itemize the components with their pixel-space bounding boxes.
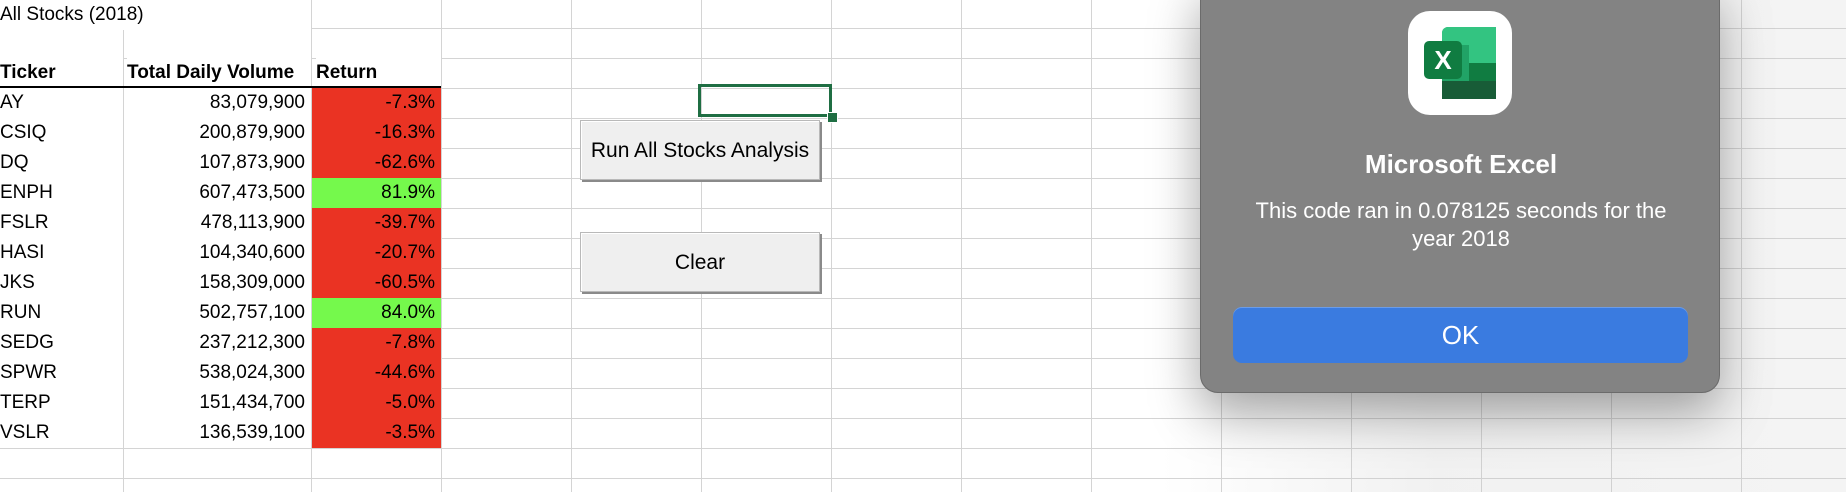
header-total-daily-volume[interactable]: Total Daily Volume <box>127 58 311 88</box>
ticker-cell[interactable]: FSLR <box>0 208 123 238</box>
return-cell[interactable]: -7.3% <box>312 88 441 118</box>
gridline <box>123 0 124 492</box>
dialog-message: This code ran in 0.078125 seconds for th… <box>1255 198 1667 251</box>
ticker-cell[interactable]: VSLR <box>0 418 123 448</box>
volume-cell[interactable]: 83,079,900 <box>124 88 311 118</box>
return-cell[interactable]: -3.5% <box>312 418 441 448</box>
gridline <box>0 238 1846 239</box>
return-cell[interactable]: -60.5% <box>312 268 441 298</box>
gridline <box>0 268 1846 269</box>
gridline <box>961 0 962 492</box>
volume-cell[interactable]: 502,757,100 <box>124 298 311 328</box>
dialog-title: Microsoft Excel <box>1364 149 1558 179</box>
gridline <box>0 208 1846 209</box>
gridline <box>311 0 312 492</box>
header-underline <box>0 86 441 88</box>
volume-cell[interactable]: 158,309,000 <box>124 268 311 298</box>
return-cell[interactable]: -16.3% <box>312 118 441 148</box>
excel-app-icon: X <box>1408 11 1512 115</box>
volume-cell[interactable]: 136,539,100 <box>124 418 311 448</box>
gridline <box>0 478 1846 479</box>
fill-handle[interactable] <box>827 112 838 123</box>
return-cell[interactable]: -7.8% <box>312 328 441 358</box>
ticker-cell[interactable]: ENPH <box>0 178 123 208</box>
clear-button[interactable]: Clear <box>580 232 820 292</box>
volume-cell[interactable]: 538,024,300 <box>124 358 311 388</box>
gridline <box>0 118 1846 119</box>
gridline <box>1741 0 1742 492</box>
return-cell[interactable]: -5.0% <box>312 388 441 418</box>
volume-cell[interactable]: 200,879,900 <box>124 118 311 148</box>
gridline <box>0 448 1846 449</box>
return-cell[interactable]: -62.6% <box>312 148 441 178</box>
gridline <box>0 28 1846 29</box>
volume-cell[interactable]: 151,434,700 <box>124 388 311 418</box>
ok-button[interactable]: OK <box>1233 307 1688 363</box>
volume-cell[interactable]: 237,212,300 <box>124 328 311 358</box>
ticker-cell[interactable]: RUN <box>0 298 123 328</box>
gridline <box>0 58 1846 59</box>
header-ticker[interactable]: Ticker <box>0 58 123 88</box>
gridline <box>0 358 1846 359</box>
return-cell[interactable]: 84.0% <box>312 298 441 328</box>
gridline <box>0 88 1846 89</box>
return-cell[interactable]: -44.6% <box>312 358 441 388</box>
return-cell[interactable]: -39.7% <box>312 208 441 238</box>
gridline <box>0 328 1846 329</box>
sheet-title[interactable]: All Stocks (2018) <box>0 0 311 30</box>
alert-dialog: X Microsoft Excel This code ran in 0.078… <box>1200 0 1720 393</box>
ticker-cell[interactable]: SEDG <box>0 328 123 358</box>
excel-icon-letter: X <box>1434 45 1452 75</box>
return-cell[interactable]: -20.7% <box>312 238 441 268</box>
header-return[interactable]: Return <box>316 58 441 88</box>
ticker-cell[interactable]: CSIQ <box>0 118 123 148</box>
selected-cell[interactable] <box>698 84 832 117</box>
ticker-cell[interactable]: JKS <box>0 268 123 298</box>
ticker-cell[interactable]: AY <box>0 88 123 118</box>
volume-cell[interactable]: 478,113,900 <box>124 208 311 238</box>
gridline <box>0 418 1846 419</box>
gridline <box>1091 0 1092 492</box>
gridline <box>0 148 1846 149</box>
ticker-cell[interactable]: SPWR <box>0 358 123 388</box>
gridline <box>571 0 572 492</box>
volume-cell[interactable]: 104,340,600 <box>124 238 311 268</box>
gridline <box>831 0 832 492</box>
ticker-cell[interactable]: TERP <box>0 388 123 418</box>
ticker-cell[interactable]: DQ <box>0 148 123 178</box>
return-cell[interactable]: 81.9% <box>312 178 441 208</box>
run-all-stocks-analysis-button[interactable]: Run All Stocks Analysis <box>580 120 820 180</box>
gridline <box>0 178 1846 179</box>
gridline <box>0 388 1846 389</box>
ticker-cell[interactable]: HASI <box>0 238 123 268</box>
volume-cell[interactable]: 107,873,900 <box>124 148 311 178</box>
gridline <box>0 298 1846 299</box>
volume-cell[interactable]: 607,473,500 <box>124 178 311 208</box>
gridline <box>441 0 442 492</box>
